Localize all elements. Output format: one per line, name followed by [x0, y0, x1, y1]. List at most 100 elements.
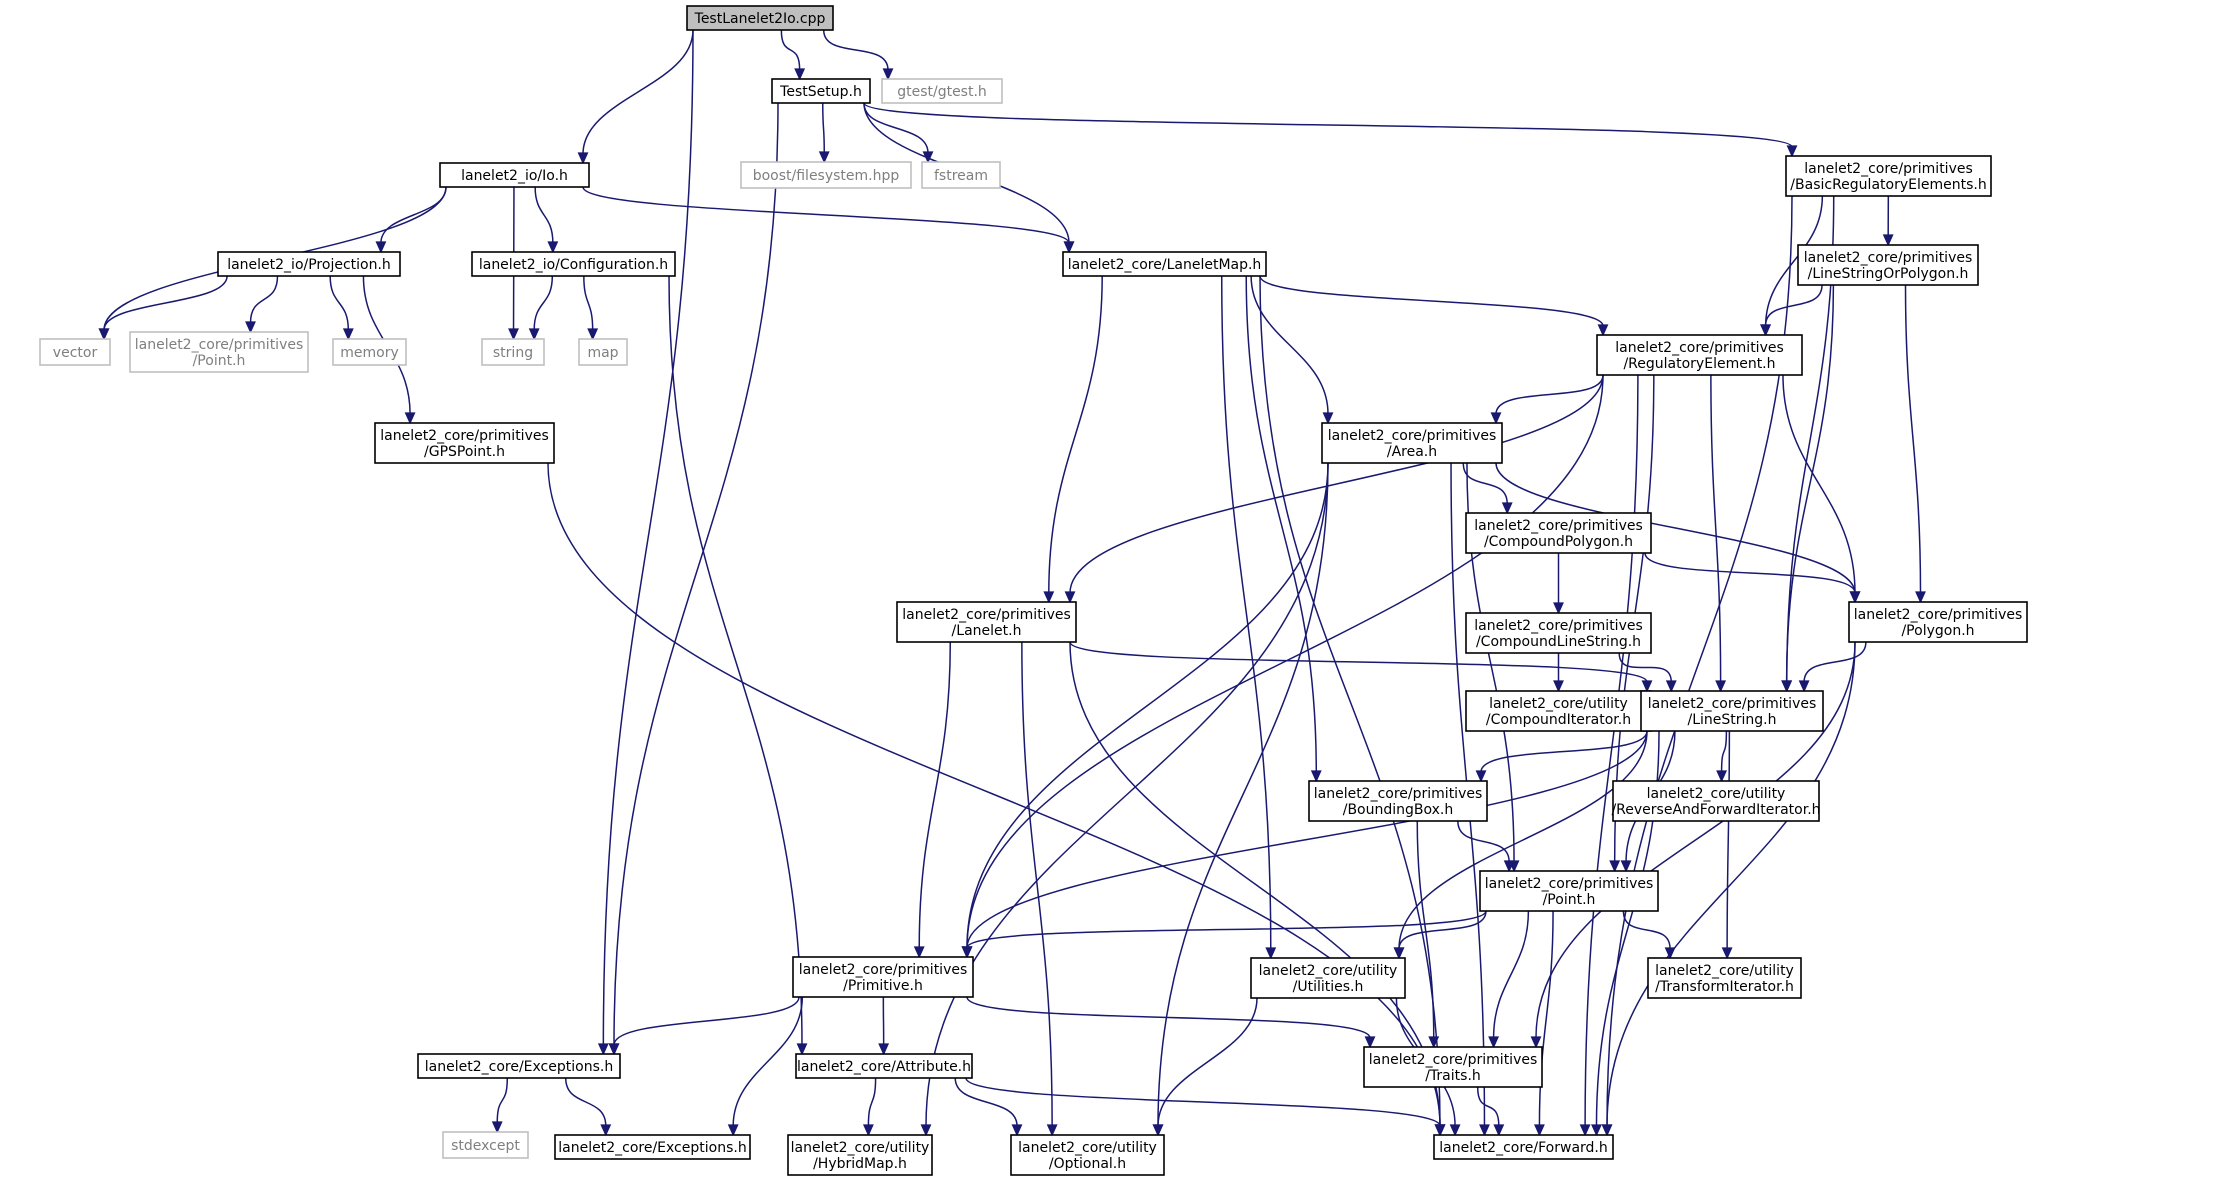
edge-line [1457, 820, 1510, 863]
edge-n3-n9 [582, 186, 1075, 254]
node-box [1785, 155, 1992, 197]
edge-arrowhead [727, 1124, 739, 1137]
node-n10[interactable]: lanelet2_core/primitives/LineStringOrPol… [1797, 244, 1979, 286]
edge-arrowhead [1715, 680, 1727, 693]
edge-arrowhead [1490, 412, 1502, 425]
node-n33[interactable]: lanelet2_core/primitives/Traits.h [1363, 1046, 1543, 1088]
edge-n9-n25 [1245, 275, 1322, 783]
node-label: lanelet2_core/Exceptions.h [558, 1140, 746, 1156]
edge-n28-n32 [878, 996, 890, 1056]
edge-arrowhead [1364, 1036, 1376, 1049]
node-label: gtest/gtest.h [897, 84, 987, 100]
node-n7[interactable]: lanelet2_io/Projection.h [217, 251, 401, 277]
node-n37[interactable]: lanelet2_core/utility/Optional.h [1010, 1134, 1165, 1176]
node-n14[interactable]: string [481, 338, 545, 366]
node-n8[interactable]: lanelet2_io/Configuration.h [471, 251, 676, 277]
node-n4[interactable]: boost/filesystem.hpp [740, 161, 912, 189]
node-n28[interactable]: lanelet2_core/primitives/Primitive.h [792, 956, 974, 998]
node-n35[interactable]: lanelet2_core/Exceptions.h [554, 1134, 751, 1160]
node-n0[interactable]: TestLanelet2Io.cpp [686, 5, 834, 31]
node-label: memory [340, 345, 399, 361]
node-n32[interactable]: lanelet2_core/Attribute.h [795, 1053, 973, 1079]
node-n13[interactable]: memory [332, 338, 407, 366]
node-box [332, 338, 407, 366]
edge-arrowhead [577, 152, 589, 165]
node-n38[interactable]: lanelet2_core/Forward.h [1433, 1134, 1614, 1160]
edge-line [1069, 641, 1648, 683]
node-n26[interactable]: lanelet2_core/utility/ReverseAndForwardI… [1611, 780, 1821, 822]
node-label: lanelet2_core/primitives [1615, 340, 1784, 356]
node-label: lanelet2_core/primitives [1804, 161, 1973, 177]
edge-arrowhead [1665, 680, 1677, 693]
node-n2[interactable]: gtest/gtest.h [881, 78, 1003, 104]
edge-n33-n38 [1476, 1086, 1505, 1137]
edge-arrowhead [913, 946, 925, 959]
node-n15[interactable]: map [578, 338, 628, 366]
edge-arrowhead [1322, 412, 1334, 425]
node-n36[interactable]: lanelet2_core/utility/HybridMap.h [787, 1134, 933, 1176]
node-box [1596, 334, 1803, 376]
edge-n7-n13 [329, 275, 354, 341]
edge-line [822, 29, 889, 71]
edge-n16-n24 [1710, 374, 1727, 693]
node-n18[interactable]: lanelet2_core/primitives/Area.h [1321, 422, 1503, 464]
edge-arrowhead [245, 321, 256, 334]
node-n30[interactable]: lanelet2_core/utility/TransformIterator.… [1647, 957, 1802, 999]
node-n22[interactable]: lanelet2_core/primitives/Polygon.h [1848, 601, 2028, 643]
node-box [442, 1131, 529, 1159]
edge-n9-n38 [1259, 275, 1446, 1137]
node-box [1308, 780, 1488, 822]
node-label: /Optional.h [1049, 1156, 1126, 1172]
node-n12[interactable]: lanelet2_core/primitives/Point.h [129, 331, 309, 373]
node-n5[interactable]: fstream [921, 161, 1001, 189]
edge-arrowhead [98, 328, 110, 341]
node-n20[interactable]: lanelet2_core/primitives/Lanelet.h [896, 601, 1077, 643]
edge-arrowhead [1597, 324, 1609, 337]
node-label: lanelet2_core/utility [1259, 963, 1398, 979]
edge-line [1803, 641, 1867, 683]
node-box [481, 338, 545, 366]
node-n23[interactable]: lanelet2_core/utility/CompoundIterator.h [1465, 690, 1652, 732]
edge-arrowhead [818, 151, 830, 164]
node-n29[interactable]: lanelet2_core/utility/Utilities.h [1250, 957, 1406, 999]
node-box [417, 1053, 621, 1079]
node-n6[interactable]: lanelet2_core/primitives/BasicRegulatory… [1785, 155, 1992, 197]
edge-n20-n24 [1069, 641, 1653, 693]
edge-line [583, 275, 594, 331]
node-n11[interactable]: vector [39, 338, 111, 366]
edge-n32-n38 [965, 1077, 1446, 1137]
node-n27[interactable]: lanelet2_core/primitives/Point.h [1479, 870, 1659, 912]
node-n21[interactable]: lanelet2_core/primitives/CompoundLineStr… [1465, 612, 1652, 654]
node-label: /Primitive.h [843, 978, 923, 994]
node-n9[interactable]: lanelet2_core/LaneletMap.h [1062, 251, 1267, 277]
node-label: lanelet2_core/utility [791, 1140, 930, 1156]
node-label: lanelet2_core/LaneletMap.h [1068, 257, 1262, 273]
edge-line [582, 186, 1070, 244]
node-box [578, 338, 628, 366]
node-label: lanelet2_core/primitives [1474, 518, 1643, 534]
edge-line [1492, 910, 1530, 1039]
edge-line [613, 102, 779, 1046]
edge-n16-n20 [1064, 374, 1604, 604]
node-n1[interactable]: TestSetup.h [771, 78, 871, 104]
edge-arrowhead [1609, 860, 1621, 873]
node-n17[interactable]: lanelet2_core/primitives/GPSPoint.h [374, 422, 555, 464]
node-n34[interactable]: stdexcept [442, 1131, 529, 1159]
edge-arrowhead [1501, 502, 1513, 515]
node-n31[interactable]: lanelet2_core/Exceptions.h [417, 1053, 621, 1079]
node-n19[interactable]: lanelet2_core/primitives/CompoundPolygon… [1465, 512, 1652, 554]
node-label: lanelet2_core/primitives [135, 337, 304, 353]
node-n25[interactable]: lanelet2_core/primitives/BoundingBox.h [1308, 780, 1488, 822]
node-label: lanelet2_core/primitives [1854, 607, 2023, 623]
node-n3[interactable]: lanelet2_io/Io.h [439, 162, 590, 188]
edge-arrowhead [794, 68, 806, 81]
edge-n19-n22 [1644, 552, 1861, 604]
edge-n16-n18 [1490, 374, 1604, 425]
node-n24[interactable]: lanelet2_core/primitives/LineString.h [1640, 690, 1824, 732]
edge-arrowhead [1882, 234, 1894, 247]
edge-line [582, 29, 694, 155]
node-label: /Polygon.h [1901, 623, 1974, 639]
node-n16[interactable]: lanelet2_core/primitives/RegulatoryEleme… [1596, 334, 1803, 376]
